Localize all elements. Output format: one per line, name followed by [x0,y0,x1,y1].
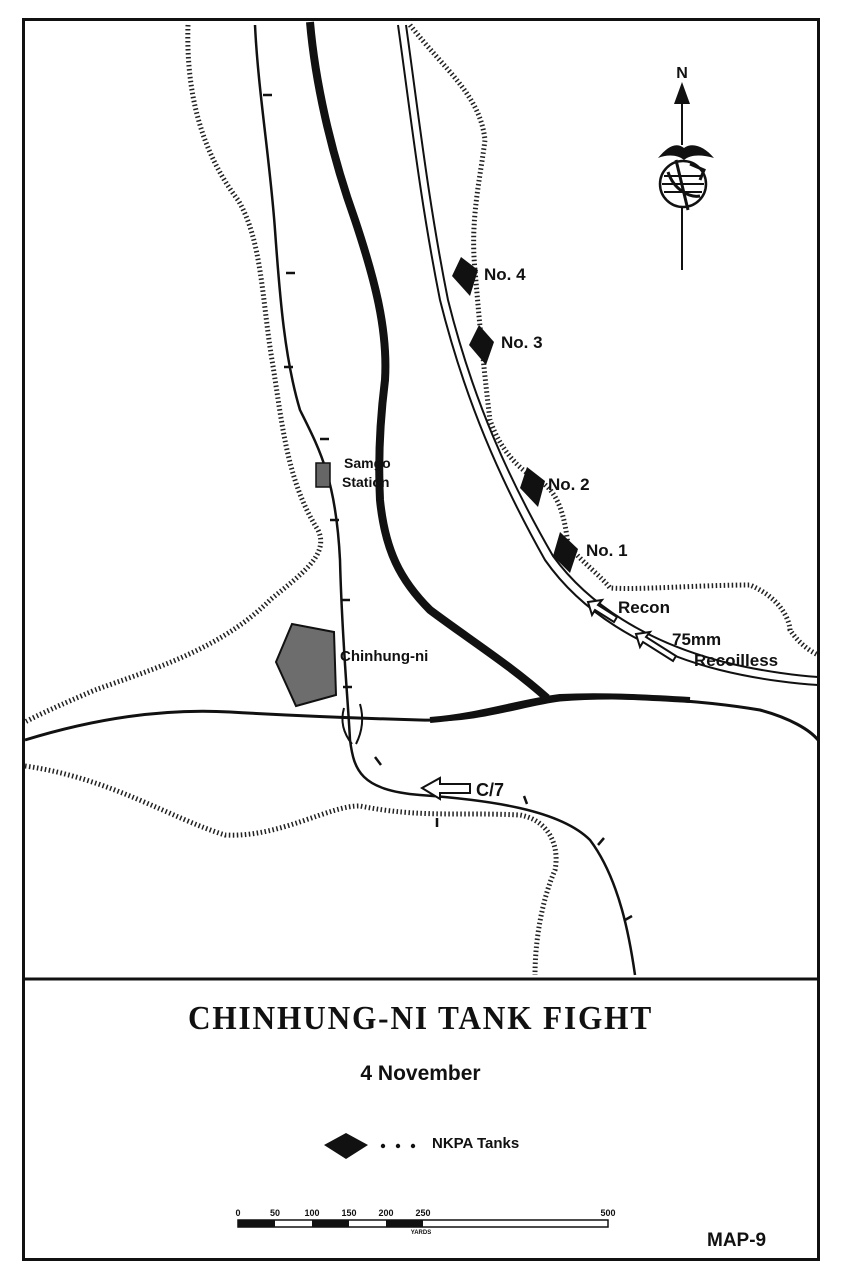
samgo-station-building [315,462,331,488]
scale-tick-0: 0 [235,1208,241,1218]
scale-bar [237,1219,609,1228]
marine-emblem-icon [658,145,714,211]
c7-label: C/7 [476,780,504,800]
tank-no4-icon [452,257,478,296]
tank-no3-icon [469,325,494,365]
scale-tick-250: 250 [415,1208,431,1218]
tank-no2-icon [520,467,545,507]
samgo-label-line1: Samgo [344,455,391,471]
ridge-south [24,763,559,976]
ridge-east [408,23,820,658]
unit-arrows [420,598,678,801]
legend-label: NKPA Tanks [432,1135,520,1152]
tank-no4-label: No. 4 [484,265,526,284]
chinhung-ni-label: Chinhung-ni [340,648,428,665]
map-date: 4 November [360,1062,481,1085]
ridge-west [23,24,324,725]
bridge [341,703,364,745]
map-id: MAP-9 [707,1230,767,1251]
stream [24,693,820,742]
recon-label: Recon [618,598,670,617]
recoilless-label-line1: 75mm [672,630,721,649]
north-label: N [676,65,688,82]
c7-arrow-icon [420,776,471,801]
samgo-label-line2: Station [342,474,389,490]
scale-unit: YARDS [410,1230,432,1236]
tank-markers [452,257,578,573]
road-west [253,24,637,976]
recoilless-label-line2: Recoilless [694,651,778,670]
scale-tick-500: 500 [600,1208,616,1218]
scale-tick-200: 200 [378,1208,394,1218]
scale-tick-50: 50 [269,1208,281,1218]
scale-tick-150: 150 [341,1208,357,1218]
recon-arrow-icon [586,598,619,624]
river [306,21,550,701]
legend-symbol [324,1133,416,1159]
railroad [397,24,819,686]
tank-diamond-icon [324,1133,368,1159]
map-title: CHINHUNG-NI TANK FIGHT [187,1000,654,1037]
tank-no1-icon [553,532,578,573]
tank-no1-label: No. 1 [586,541,628,560]
road-west-ticks [263,93,633,922]
scale-tick-100: 100 [304,1208,320,1218]
map-frame [22,18,820,1261]
chinhung-ni-village [274,622,338,708]
tank-no2-label: No. 2 [548,475,590,494]
north-arrow: N [674,65,690,270]
tank-no3-label: No. 3 [501,333,543,352]
recoilless-arrow-icon [634,630,678,663]
